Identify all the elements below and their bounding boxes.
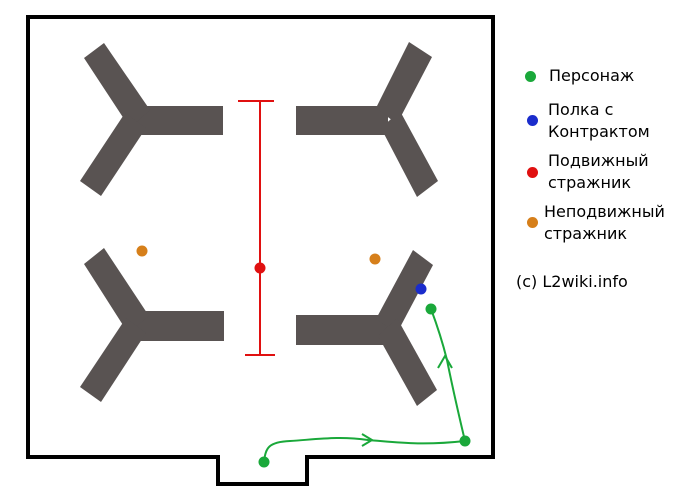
room-wall <box>26 15 495 486</box>
pillar-bottom-right <box>296 250 437 406</box>
static-guard-dot-icon <box>527 217 538 228</box>
moving-guard-marker <box>254 262 266 274</box>
legend-contract-shelf-label: Полка с Контрактом <box>548 100 650 141</box>
static-guard-marker <box>369 253 381 265</box>
legend-static-guard-label: Неподвижный стражник <box>544 202 665 243</box>
patrol-route <box>238 100 275 356</box>
character-marker-start <box>258 456 270 468</box>
character-marker-end <box>425 303 437 315</box>
legend-contract-shelf: Полка с Контрактом <box>527 99 650 143</box>
shelf-dot-icon <box>527 115 538 126</box>
legend-character-label: Персонаж <box>549 66 635 85</box>
pillar-bottom-left <box>80 248 224 402</box>
legend-moving-guard-label: Подвижный стражник <box>548 151 649 192</box>
copyright-text: (c) L2wiki.info <box>516 272 628 291</box>
legend-moving-guard: Подвижный стражник <box>527 150 649 194</box>
character-dot-icon <box>525 71 536 82</box>
arrow-head-icon <box>437 354 453 369</box>
legend-static-guard: Неподвижный стражник <box>527 201 665 245</box>
pillar-top-right <box>296 42 438 197</box>
legend-character: Персонаж <box>525 65 634 87</box>
player-path <box>263 308 467 462</box>
static-guard-marker <box>136 245 148 257</box>
character-marker-turn <box>459 435 471 447</box>
moving-guard-dot-icon <box>527 167 538 178</box>
arrow-head-icon <box>361 433 374 447</box>
pillar-top-left <box>80 43 223 196</box>
contract-shelf-marker <box>415 283 427 295</box>
